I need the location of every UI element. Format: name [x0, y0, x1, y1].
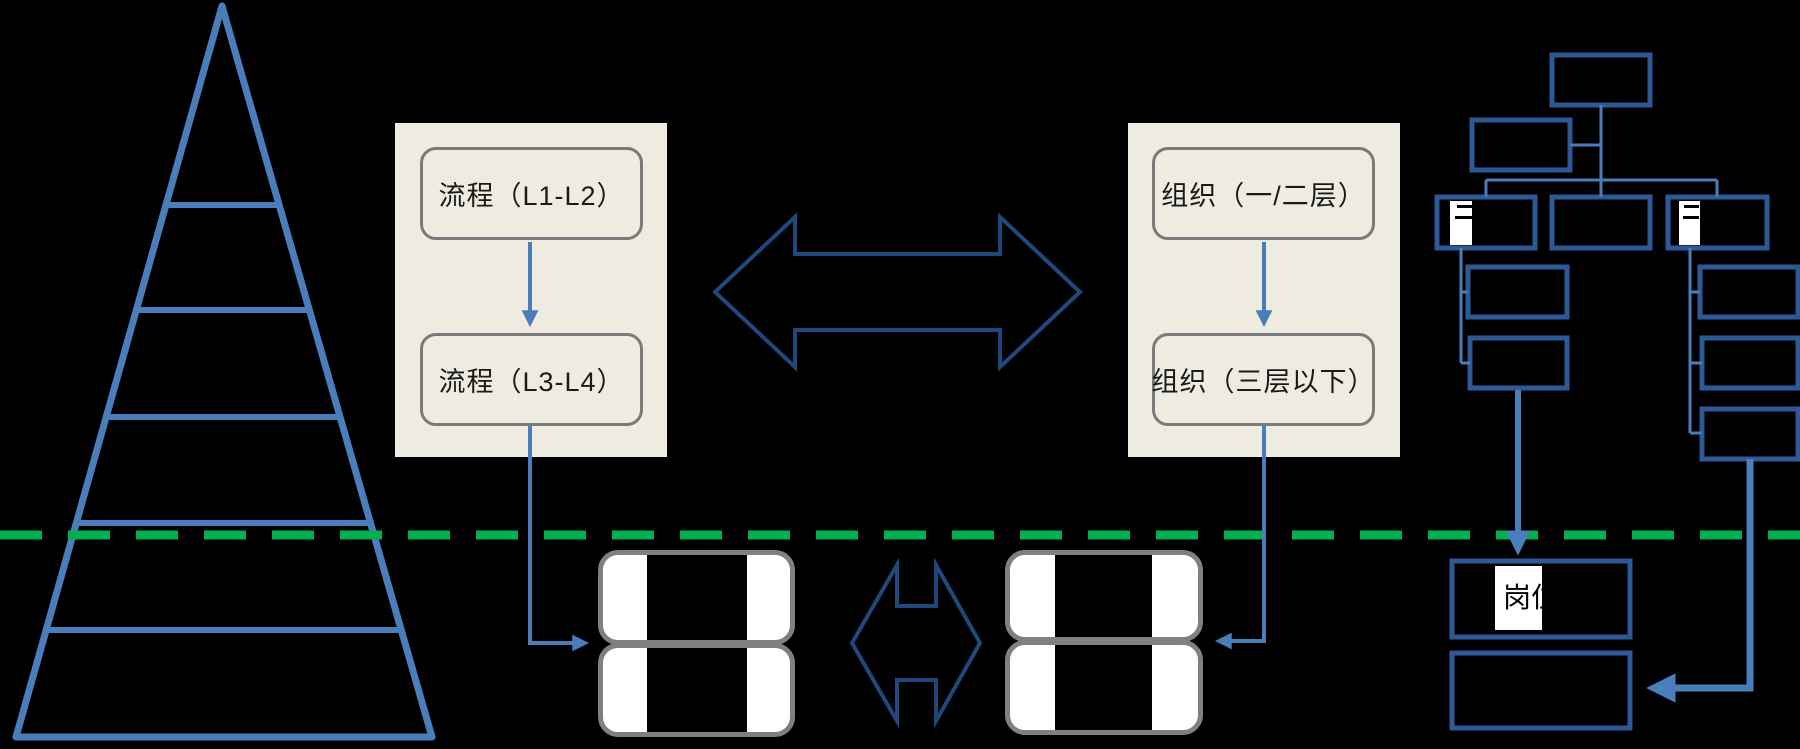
- pyramid: [12, 2, 436, 741]
- org-chart-connectors: [1459, 105, 1719, 435]
- process-box-l1-l2-label: 流程（L1-L2）: [438, 181, 625, 211]
- post-detail-box: [1449, 650, 1633, 731]
- org-dept-label-stripe: [1450, 201, 1472, 245]
- org-to-table-arrow: [1214, 426, 1266, 650]
- org-dept-label-stripe: [1679, 201, 1700, 245]
- partial-glyph-stroke: [1684, 205, 1699, 208]
- table-dark-column: [1055, 645, 1152, 730]
- pyramid-outline: [12, 2, 436, 741]
- org-dept-box-middle: [1549, 194, 1653, 251]
- table-dark-column: [1055, 555, 1152, 637]
- org-child-box: [1465, 264, 1570, 320]
- post-label: 岗位: [1503, 582, 1542, 613]
- table-dark-column: [647, 555, 747, 640]
- process-card-table-row: [598, 550, 795, 645]
- process-to-table-arrow: [528, 426, 590, 652]
- process-box-l1-l2: 流程（L1-L2）: [420, 147, 643, 240]
- org-child-box: [1699, 406, 1800, 462]
- bidirectional-arrow-small: [849, 557, 983, 729]
- org-assistant-box: [1469, 117, 1573, 173]
- org-card-table-row: [1005, 550, 1203, 642]
- org-to-detail-arrow: [1646, 459, 1754, 703]
- org-box-level1-2-label: 组织（一/二层）: [1161, 181, 1366, 211]
- partial-glyph-stroke: [1683, 216, 1699, 219]
- org-box-level3-below-label: 组织（三层以下）: [1151, 367, 1376, 397]
- org-child-box: [1697, 264, 1800, 320]
- post-label-band: 岗位: [1495, 566, 1542, 630]
- bidirectional-arrow-large: [712, 212, 1083, 372]
- org-child-box: [1699, 335, 1800, 391]
- org-chart: [1434, 52, 1800, 731]
- org-box-level3-below: 组织（三层以下）: [1152, 333, 1375, 426]
- org-card-table-row: [1005, 640, 1203, 735]
- process-box-l3-l4: 流程（L3-L4）: [420, 333, 643, 426]
- org-root-box: [1549, 52, 1653, 108]
- process-card-table-row: [598, 643, 795, 737]
- org-box-level1-2: 组织（一/二层）: [1152, 147, 1375, 240]
- partial-glyph-stroke: [1455, 216, 1472, 219]
- process-box-l3-l4-label: 流程（L3-L4）: [438, 367, 625, 397]
- org-child-box: [1467, 335, 1570, 391]
- table-dark-column: [647, 648, 747, 732]
- partial-glyph-stroke: [1457, 205, 1472, 208]
